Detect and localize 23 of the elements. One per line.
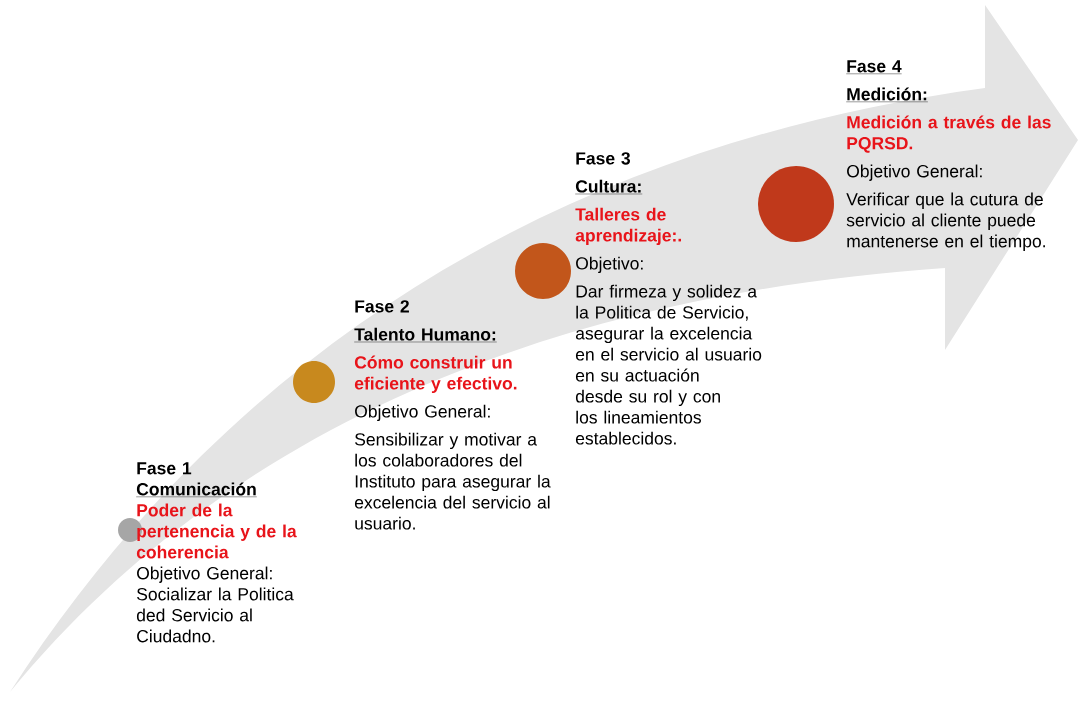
objective-label: Objetivo:: [576, 256, 643, 274]
objective-label: Objetivo General:: [137, 566, 272, 583]
phase-heading: Fase 3: [576, 152, 630, 165]
phase-title: Medición:: [846, 87, 929, 102]
phase-circle: [293, 361, 335, 403]
phase-heading: Fase 1: [137, 462, 192, 475]
phase-title: Talento Humano:: [354, 327, 497, 343]
phase-subtitle: Cómo construir un eficiente y efectivo.: [354, 355, 517, 394]
objective-text: Dar firmeza y solidez a la Politica de Servicio, asegurar la excelencia en el servicio al usuario en su actuación desde su rol y con los lineamientos establecidos.: [575, 284, 762, 445]
phase-subtitle: Poder de la pertenencia y de la coherencia: [136, 503, 297, 559]
objective-text: Verificar que la cutura de servicio al cliente puede mantenerse en el tiempo.: [846, 192, 1045, 251]
objective-text: Sensibilizar y motivar a los colaboradores del Instituto para asegurar la excelencia del servicio al usuario.: [354, 432, 551, 530]
objective-text: Socializar la Politica ded Servicio al Ciudadno.: [136, 587, 294, 643]
phase-title: Cultura:: [575, 179, 643, 195]
phase-title: Comunicación: [136, 482, 257, 497]
phase-heading: Fase 4: [846, 60, 902, 74]
phase-subtitle: Talleres de aprendizaje:.: [575, 207, 681, 246]
phase-circle: [758, 166, 834, 242]
objective-label: Objetivo General:: [355, 404, 490, 422]
phase-subtitle: Medición a través de las PQRSD.: [847, 115, 1051, 153]
phase-circle: [515, 243, 571, 299]
objective-label: Objetivo General:: [847, 164, 982, 181]
phase-heading: Fase 2: [355, 300, 409, 313]
